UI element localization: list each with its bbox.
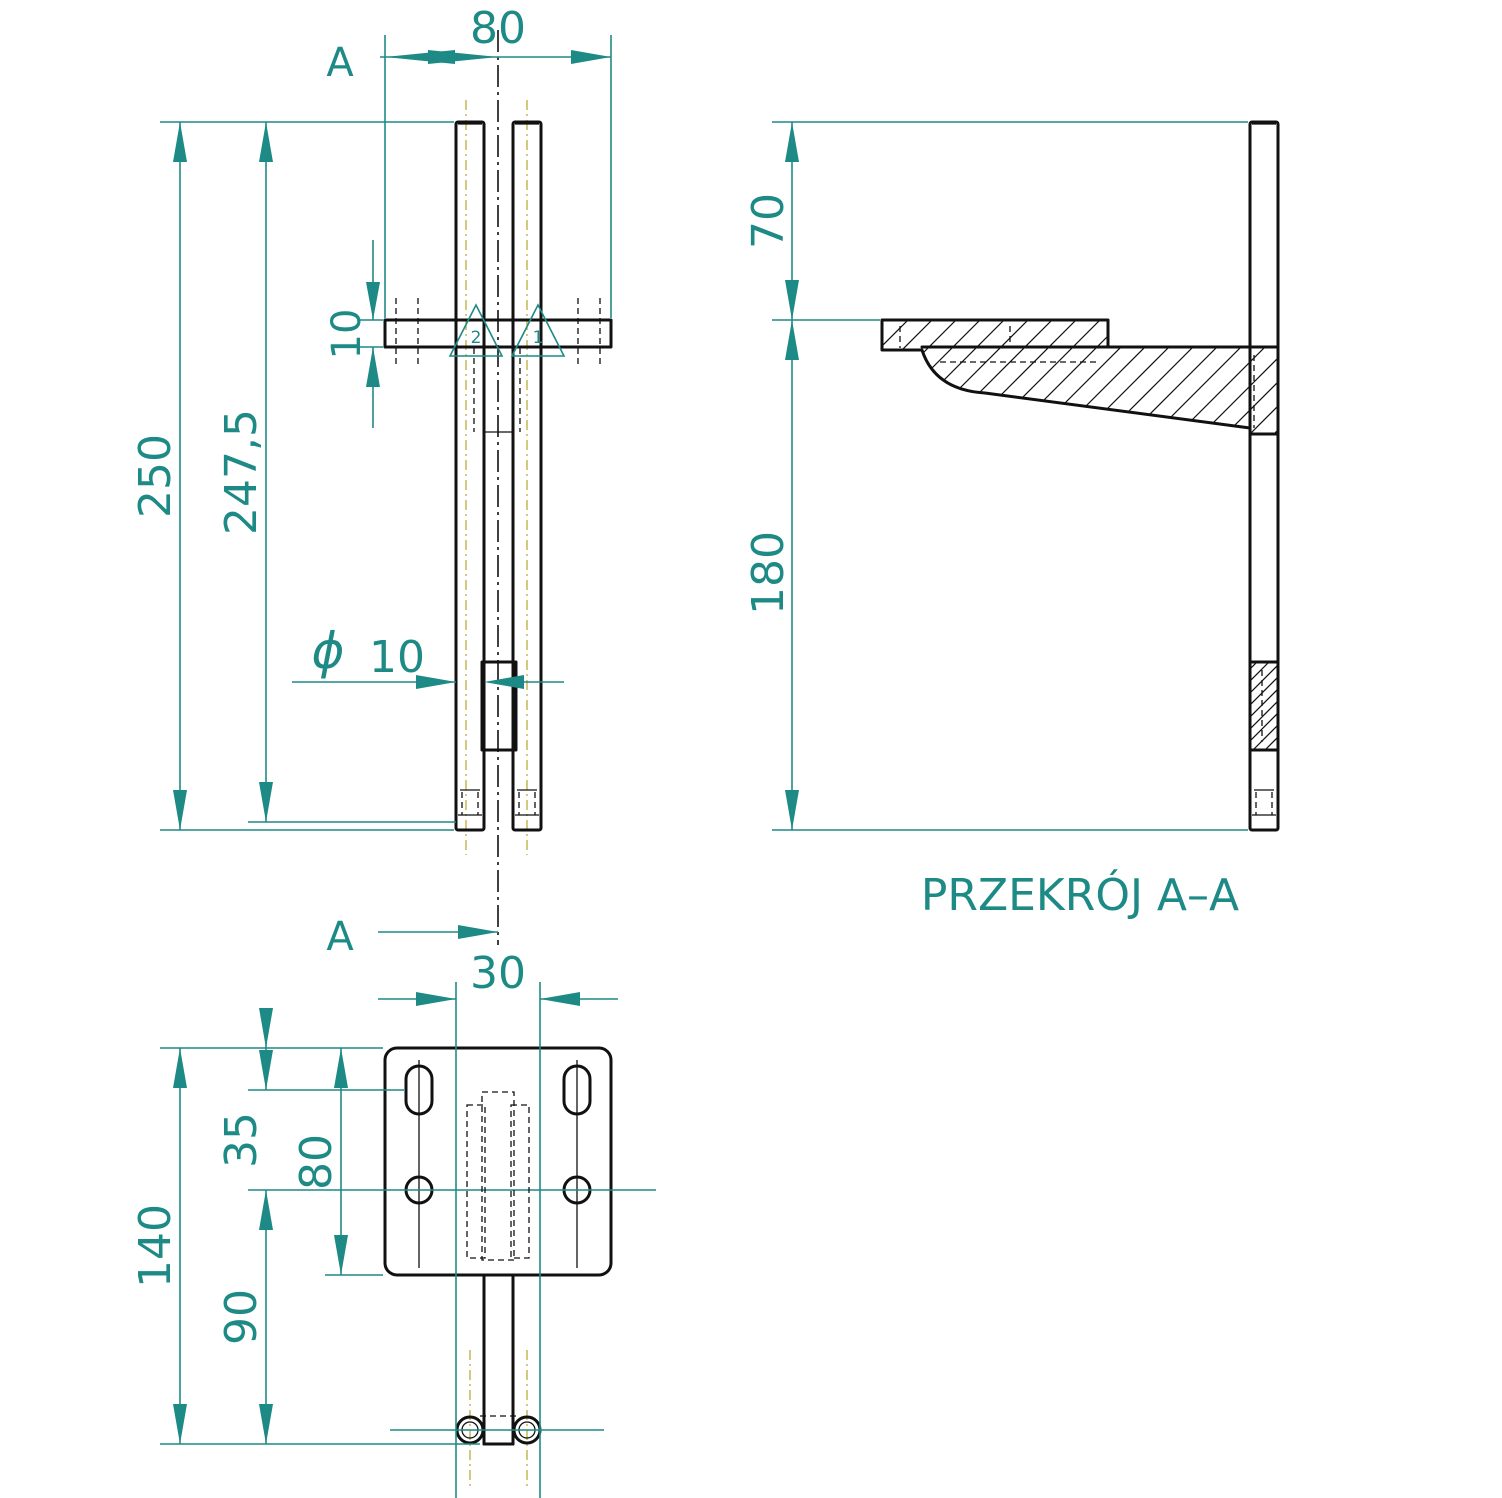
dim-180: 180 (743, 320, 799, 830)
section-marker-top-label: A (326, 40, 354, 86)
dim-90: 90 (216, 1190, 273, 1444)
dim-35: 35 (216, 1008, 273, 1168)
dim-70-label: 70 (743, 193, 794, 249)
section-title: PRZEKRÓJ A–A (921, 868, 1239, 921)
cross-bar (480, 660, 518, 752)
dim-35-label: 35 (216, 1112, 267, 1168)
dim-247-5: 247,5 (216, 122, 273, 822)
hidden-rods (466, 1091, 530, 1261)
section-marker-bottom-label: A (326, 914, 354, 960)
top-view: 30 140 35 90 80 (130, 948, 656, 1498)
hidden-slot (473, 348, 521, 433)
dim-250-label: 250 (130, 434, 181, 518)
dim-80-holes: 80 (291, 1048, 348, 1275)
balloon-2: 2 (471, 328, 482, 348)
section-rod (1248, 120, 1280, 832)
dim-180-label: 180 (743, 531, 794, 615)
section-marker-top: A (326, 40, 354, 86)
dim-phi-10: ϕ 10 (292, 622, 564, 689)
dim-phi-10-label: 10 (369, 632, 425, 683)
section-view: 70 180 PRZEKRÓJ A–A (743, 120, 1280, 921)
dim-247-5-label: 247,5 (216, 409, 267, 535)
dim-80-top: 80 (380, 3, 611, 64)
dim-250: 250 (130, 122, 187, 830)
section-marker-bottom: A (326, 914, 498, 960)
dim-30: 30 (378, 948, 618, 1006)
dim-80-top-label: 80 (470, 3, 526, 54)
dim-140-label: 140 (130, 1204, 181, 1288)
diameter-symbol: ϕ (312, 622, 345, 680)
dim-70: 70 (743, 122, 799, 320)
dim-80-holes-label: 80 (291, 1134, 342, 1190)
base-plate (383, 1046, 613, 1277)
dim-10-plate-label: 10 (324, 309, 370, 360)
section-bracket (880, 318, 1280, 436)
dim-10-plate: 10 (324, 240, 380, 428)
stem (469, 1273, 528, 1490)
weld-balloons: 2 1 (448, 303, 566, 357)
front-view: 2 1 80 (130, 3, 613, 960)
dim-90-label: 90 (216, 1289, 267, 1345)
left-rod (454, 120, 486, 832)
balloon-1: 1 (533, 328, 544, 348)
dim-30-label: 30 (470, 948, 526, 999)
section-rod-cut (1248, 660, 1280, 752)
right-rod (511, 120, 543, 832)
dim-140: 140 (130, 1048, 187, 1444)
